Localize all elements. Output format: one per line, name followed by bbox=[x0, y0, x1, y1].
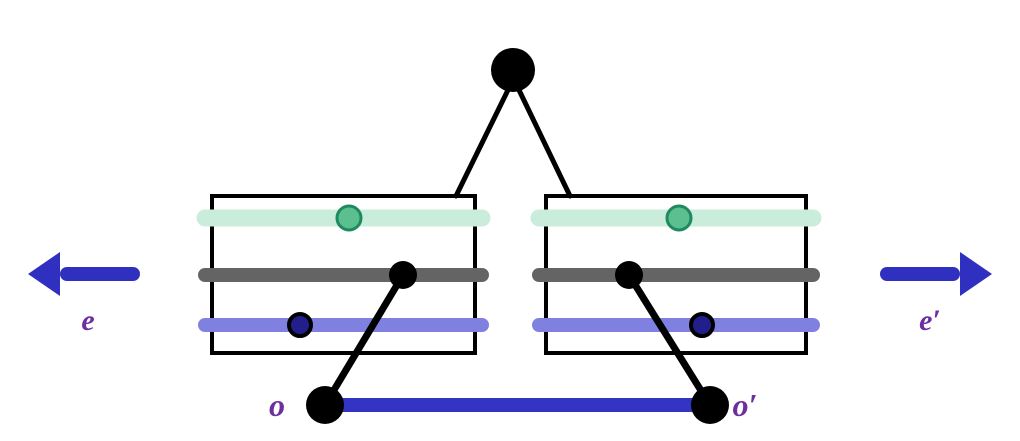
origin-node-left bbox=[306, 386, 344, 424]
marker-green-left bbox=[335, 204, 363, 232]
labels-group: e e′ o o′ bbox=[81, 304, 941, 423]
worldline-right bbox=[625, 271, 714, 409]
worldlines-group bbox=[321, 271, 714, 409]
arrow-left-label: e bbox=[81, 304, 94, 337]
frame-velocity-arrows bbox=[28, 252, 992, 296]
apex-edge-right bbox=[516, 87, 573, 199]
marker-green-right bbox=[665, 204, 693, 232]
left-frame bbox=[196, 194, 491, 355]
arrow-right-head-icon bbox=[960, 252, 992, 296]
arrow-right-label: e′ bbox=[919, 304, 941, 337]
worldline-left bbox=[321, 271, 407, 409]
apex-node bbox=[491, 48, 535, 92]
detector-frames-group bbox=[196, 194, 822, 355]
arrow-left-head-icon bbox=[28, 252, 60, 296]
marker-navy-left bbox=[287, 312, 313, 338]
arrow-right-shaft bbox=[880, 267, 960, 281]
arrow-left-group bbox=[28, 252, 140, 296]
right-frame bbox=[530, 194, 822, 355]
apex-edge-left bbox=[453, 87, 511, 199]
origin-node-right bbox=[691, 386, 729, 424]
nodes-group bbox=[306, 48, 729, 424]
origin-label-left: o bbox=[269, 387, 285, 423]
origin-label-right: o′ bbox=[733, 387, 758, 423]
arrow-right-group bbox=[880, 252, 992, 296]
marker-navy-right bbox=[689, 312, 715, 338]
apex-edges-group bbox=[453, 87, 573, 199]
arrow-left-shaft bbox=[60, 267, 140, 281]
